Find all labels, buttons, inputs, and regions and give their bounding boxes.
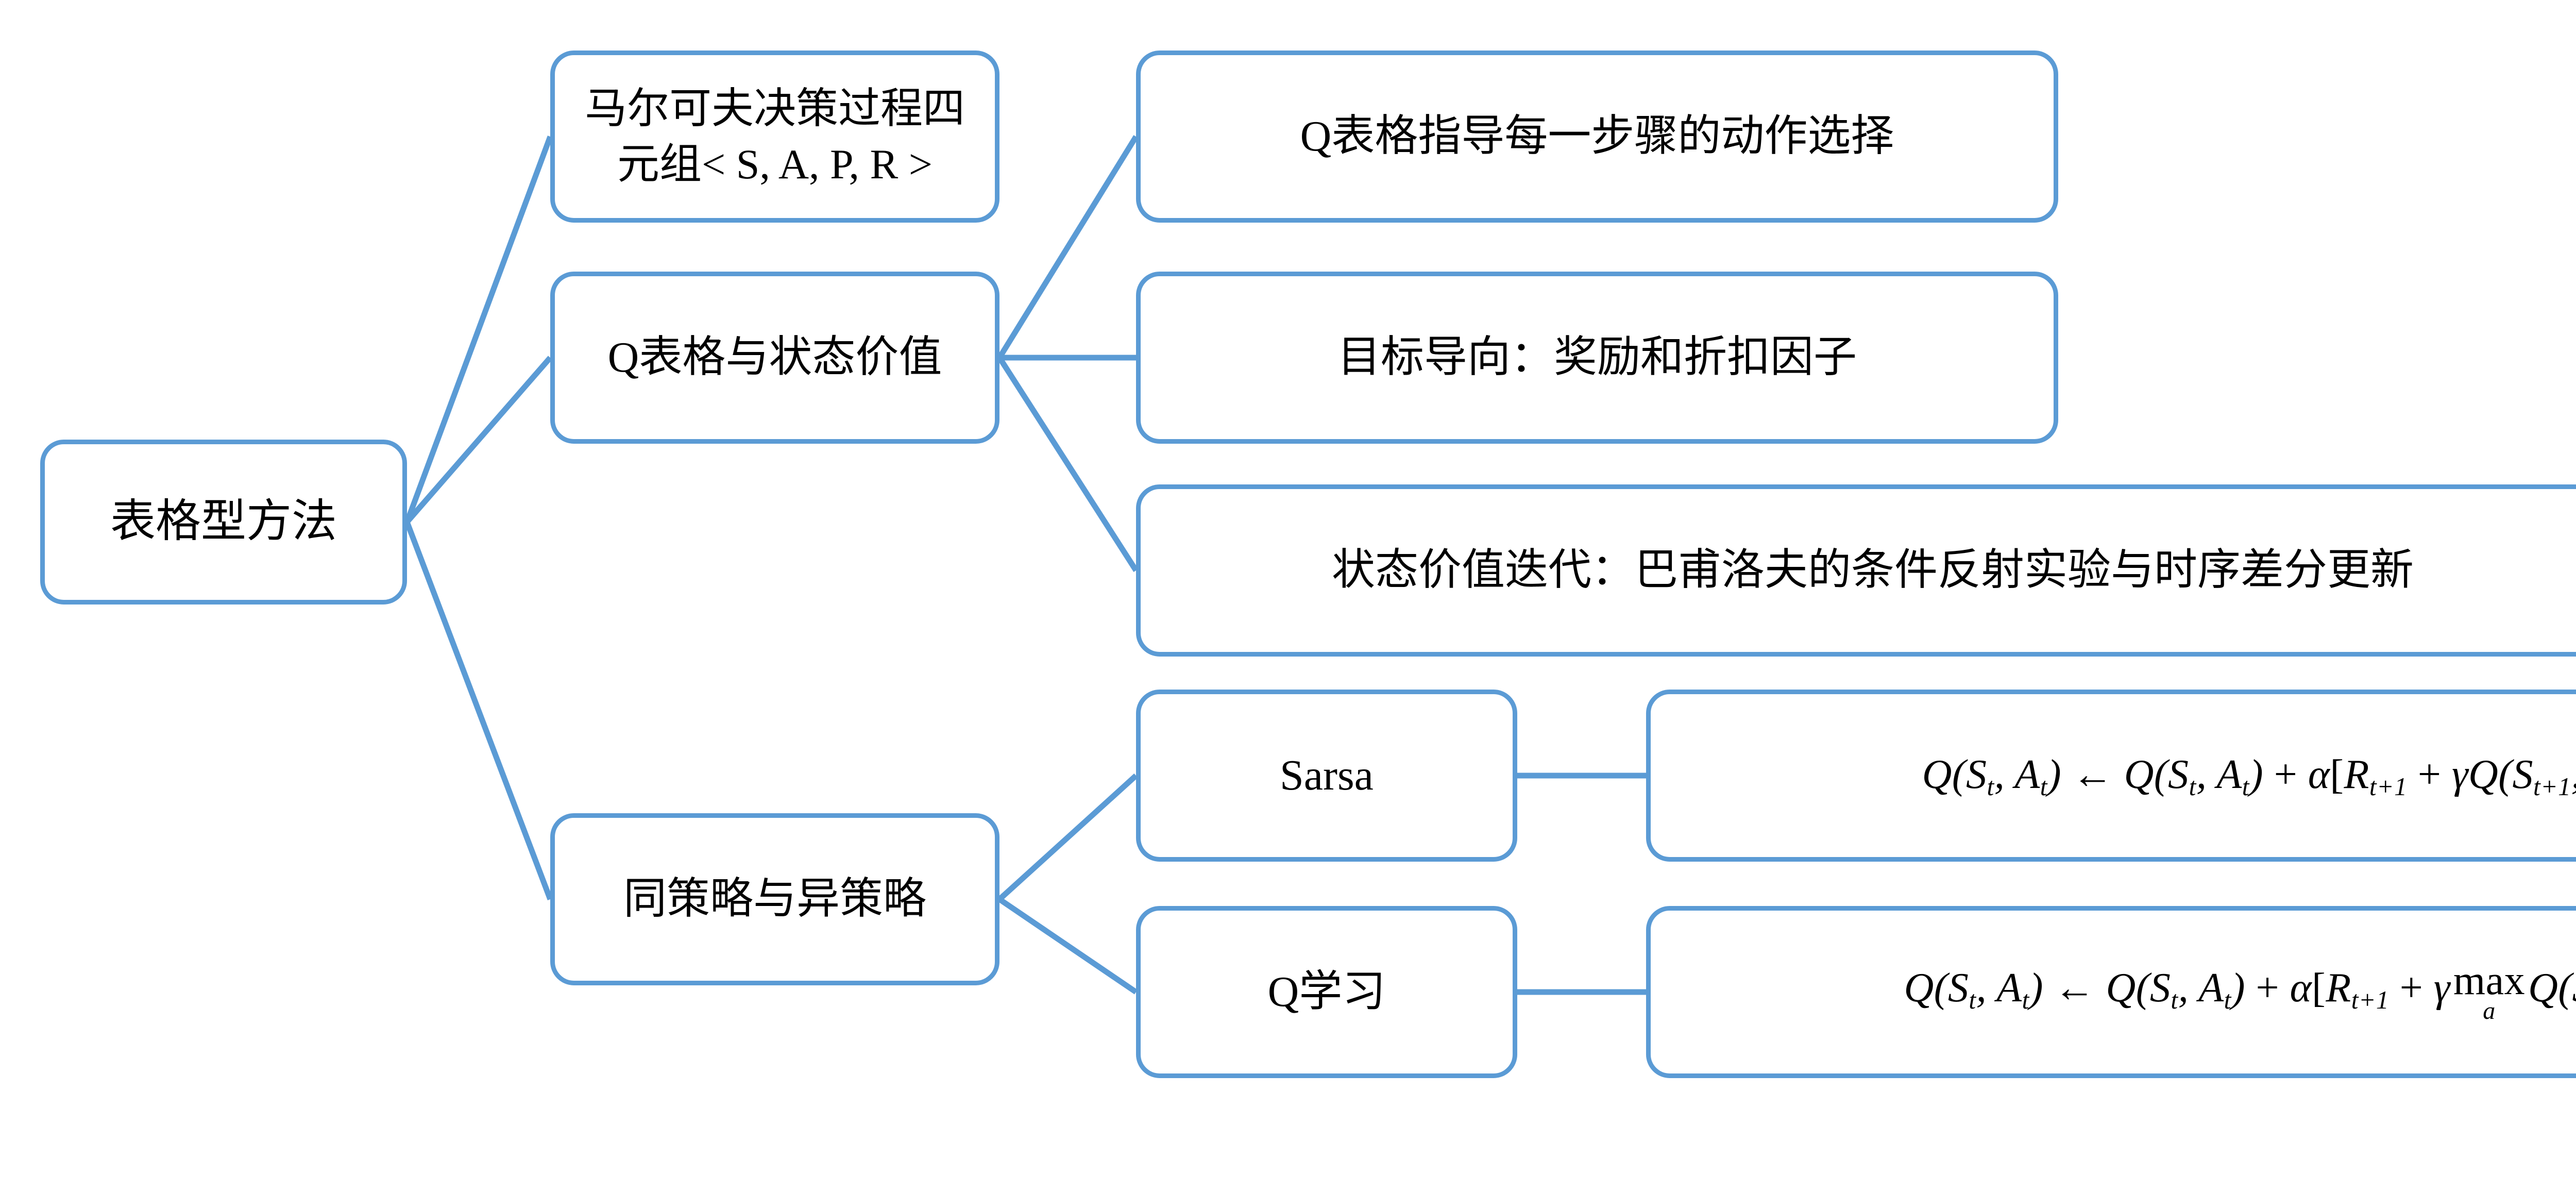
edge-policy-to-qlearn bbox=[997, 897, 1138, 995]
sarsa-equation-text: Q(St, At) ← Q(St, At) + α[Rt+1 + γQ(St+1… bbox=[1922, 751, 2576, 801]
node-state-value-iteration[interactable]: 状态价值迭代：巴甫洛夫的条件反射实验与时序差分更新 bbox=[1136, 484, 2576, 657]
node-sarsa[interactable]: Sarsa bbox=[1136, 690, 1517, 862]
node-sarsa-label: Sarsa bbox=[1280, 751, 1374, 799]
node-valueiter-label: 状态价值迭代：巴甫洛夫的条件反射实验与时序差分更新 bbox=[1331, 546, 2414, 594]
node-sarsa-update-equation[interactable]: Q(St, At) ← Q(St, At) + α[Rt+1 + γQ(St+1… bbox=[1646, 690, 2576, 862]
edge-root-to-policy bbox=[404, 521, 553, 900]
edge-qtable-to-valueiter bbox=[997, 356, 1139, 572]
node-q-learning[interactable]: Q学习 bbox=[1136, 906, 1517, 1078]
node-root-tabular-methods[interactable]: 表格型方法 bbox=[40, 440, 407, 605]
edge-root-to-qtable bbox=[404, 356, 553, 524]
node-q-table-guides-action-selection[interactable]: Q表格指导每一步骤的动作选择 bbox=[1136, 51, 2058, 223]
node-on-policy-off-policy[interactable]: 同策略与异策略 bbox=[550, 813, 999, 985]
node-markov-decision-process[interactable]: 马尔可夫决策过程四 元组< S, A, P, R > bbox=[550, 51, 999, 223]
node-q-table-and-state-value[interactable]: Q表格与状态价值 bbox=[550, 272, 999, 444]
node-qtable-label: Q表格与状态价值 bbox=[607, 333, 942, 381]
node-qguide-label: Q表格指导每一步骤的动作选择 bbox=[1300, 112, 1894, 160]
edge-qtable-to-qguide bbox=[997, 135, 1139, 359]
edge-policy-to-sarsa bbox=[997, 773, 1138, 902]
node-mdp-label: 马尔可夫决策过程四 元组< S, A, P, R > bbox=[584, 85, 965, 188]
edge-root-to-mdp bbox=[404, 136, 553, 523]
node-policy-label: 同策略与异策略 bbox=[623, 875, 926, 923]
node-goal-oriented-reward-discount[interactable]: 目标导向：奖励和折扣因子 bbox=[1136, 272, 2058, 444]
node-goal-label: 目标导向：奖励和折扣因子 bbox=[1337, 333, 1857, 381]
node-qlearn-label: Q学习 bbox=[1267, 967, 1386, 1016]
node-root-label: 表格型方法 bbox=[110, 496, 337, 547]
